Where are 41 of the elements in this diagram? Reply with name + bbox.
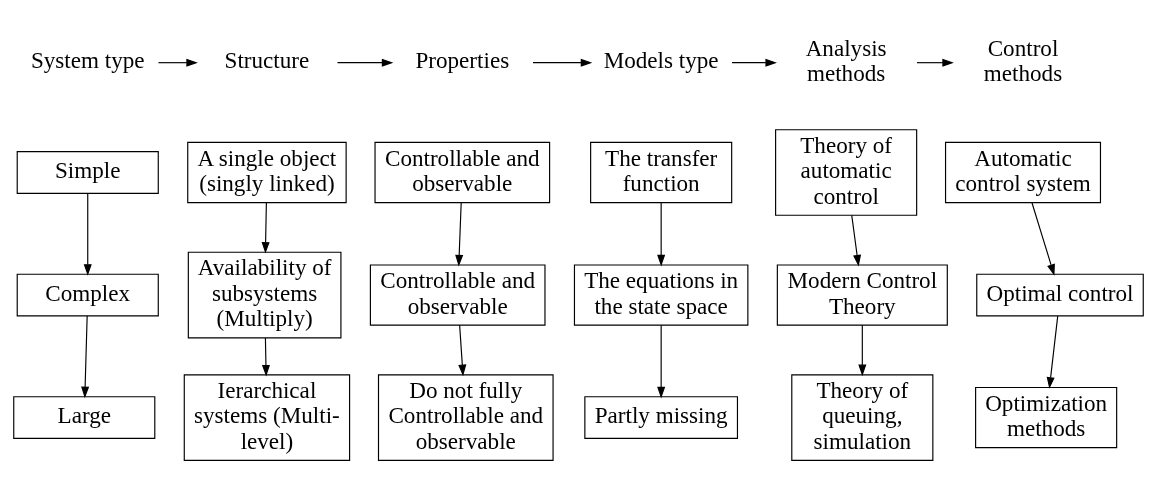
arrow (1031, 202, 1055, 276)
node-box: Modern Control Theory (776, 264, 948, 326)
node-box: The transfer function (590, 141, 733, 204)
node-box: Optimization methods (975, 386, 1118, 449)
node-text: Properties (415, 47, 510, 74)
arrow (1046, 315, 1059, 389)
arrow (83, 192, 92, 276)
arrow (851, 214, 862, 267)
arrow (858, 324, 867, 377)
arrow (157, 58, 198, 67)
node-box: Optimal control (976, 273, 1144, 317)
arrow (532, 58, 593, 67)
arrow (455, 202, 464, 267)
node-text: Analysis methods (805, 34, 887, 87)
arrow (458, 324, 467, 377)
arrow (336, 58, 394, 67)
node-box: Theory of automatic control (775, 129, 918, 216)
node-text: Structure (224, 47, 310, 74)
node-box: Complex (16, 273, 159, 317)
node-box: Controllable and observable (369, 264, 546, 326)
arrow (731, 58, 777, 67)
node-box: The equations in the state space (573, 264, 749, 326)
arrow (657, 202, 666, 267)
node-box: A single object (singly linked) (187, 141, 347, 204)
node-box: Controllable and observable (374, 141, 551, 204)
arrow (81, 315, 90, 399)
arrow (916, 58, 954, 67)
node-text: System type (30, 47, 145, 74)
node-text: Models type (603, 47, 719, 74)
arrow (261, 337, 270, 377)
node-box: Do not fully Controllable and observable (377, 374, 554, 461)
node-box: Partly missing (584, 396, 739, 439)
arrow (657, 324, 666, 399)
node-box: Ierarchical systems (Multi-level) (183, 374, 351, 461)
node-box: Automatic control system (944, 141, 1102, 204)
node-box: Availability of subsystems (Multiply) (187, 251, 342, 339)
node-text: Control methods (983, 34, 1063, 87)
node-box: Theory of queuing, simulation (791, 374, 934, 461)
node-box: Large (13, 396, 156, 439)
node-box: Simple (16, 151, 159, 194)
arrow (261, 202, 270, 254)
